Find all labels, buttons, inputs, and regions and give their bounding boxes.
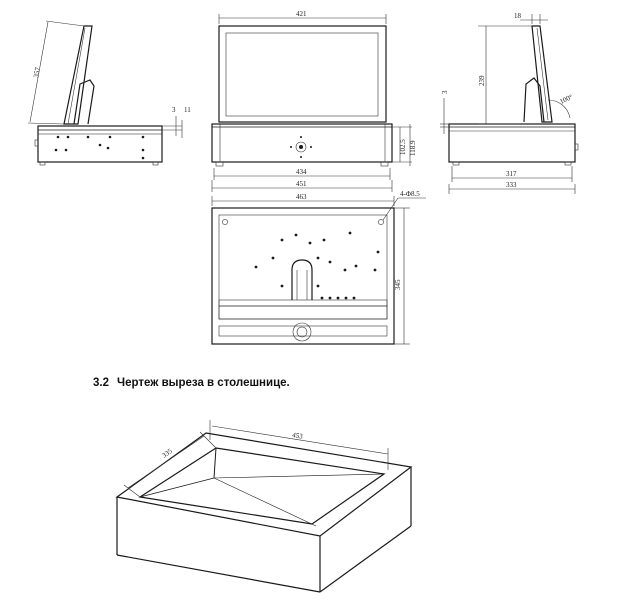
dim-451: 451	[296, 180, 307, 188]
dim-118-9: 118.9	[409, 140, 417, 156]
dim-18: 18	[514, 12, 522, 20]
section-heading: 3.2 Чертеж выреза в столешнице.	[93, 377, 298, 389]
dim-317: 317	[506, 170, 517, 178]
dim-453: 453	[292, 431, 304, 441]
dim-421: 421	[296, 10, 307, 18]
dim-102-5: 102.5	[399, 139, 407, 155]
side-view-left: 357 3 11	[27, 20, 191, 166]
dim-434: 434	[296, 168, 307, 176]
front-view: 421 102.5 118.9 434 451	[211, 10, 417, 192]
section-title: Чертеж выреза в столешнице.	[117, 377, 290, 389]
dim-239: 239	[478, 75, 486, 86]
dim-3-left: 3	[172, 106, 176, 114]
top-view: 463 4-Φ8.5 345	[211, 190, 426, 345]
dim-357: 357	[32, 66, 42, 78]
dim-463: 463	[296, 193, 307, 201]
dim-345: 345	[394, 279, 402, 290]
side-view-right: 18 239 100° 3 317 333	[440, 12, 579, 194]
cutout-isometric: 453 335	[115, 420, 413, 593]
dim-4-holes: 4-Φ8.5	[400, 190, 420, 198]
dim-333: 333	[506, 181, 517, 189]
dim-100-deg: 100°	[558, 93, 574, 106]
section-number: 3.2	[93, 377, 109, 389]
dim-3-right: 3	[441, 90, 449, 94]
dim-11: 11	[184, 106, 191, 114]
